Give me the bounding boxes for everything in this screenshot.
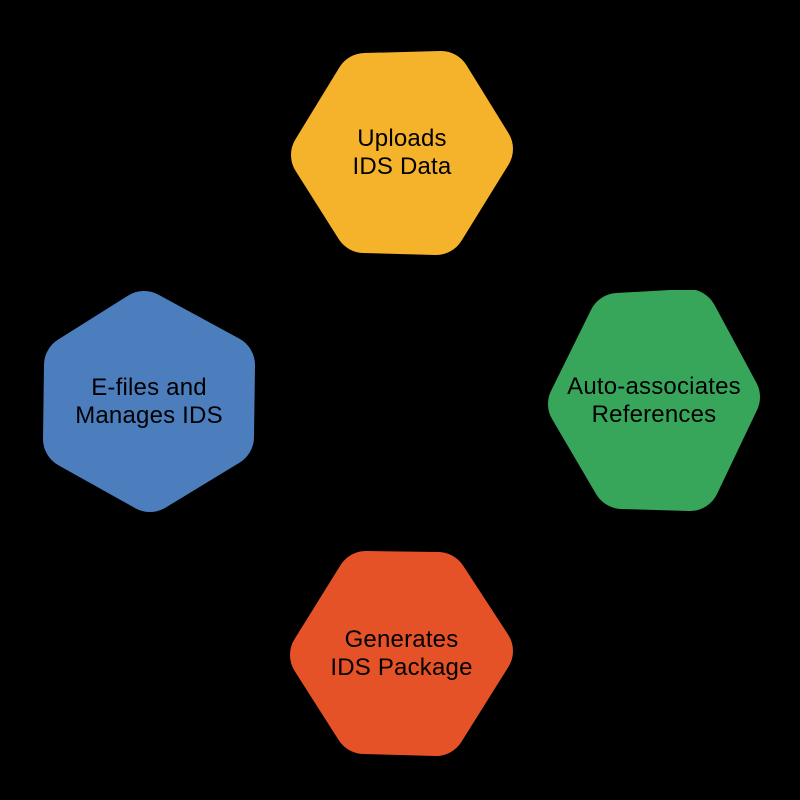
hexagon-shape-green xyxy=(548,290,760,511)
node-efiles-manages-ids: E-files and Manages IDS xyxy=(43,290,255,513)
node-label-line: E-files and xyxy=(91,373,207,401)
node-uploads-ids-data: Uploads IDS Data xyxy=(291,51,513,255)
node-label: Uploads IDS Data xyxy=(291,51,513,255)
hexagon-polygon xyxy=(43,291,255,512)
node-label-line: IDS Package xyxy=(330,653,473,681)
node-generates-ids-package: Generates IDS Package xyxy=(290,551,513,756)
hexagon-shape-red xyxy=(290,551,513,756)
node-label: Auto-associates References xyxy=(548,290,760,511)
hexagon-polygon xyxy=(290,551,513,756)
node-auto-associates-references: Auto-associates References xyxy=(548,290,760,511)
hexagon-shape-yellow xyxy=(291,51,513,255)
node-label: E-files and Manages IDS xyxy=(43,290,255,513)
node-label-line: Auto-associates xyxy=(567,372,741,400)
node-label-line: Manages IDS xyxy=(75,401,223,429)
node-label-line: IDS Data xyxy=(352,153,452,180)
hexagon-polygon xyxy=(291,51,513,255)
hexagon-polygon xyxy=(548,290,760,511)
hexagon-shape-blue xyxy=(43,291,255,512)
node-label: Generates IDS Package xyxy=(290,551,513,756)
node-label-line: Uploads xyxy=(357,125,447,152)
node-label-line: Generates xyxy=(344,625,459,653)
node-label-line: References xyxy=(591,400,717,428)
